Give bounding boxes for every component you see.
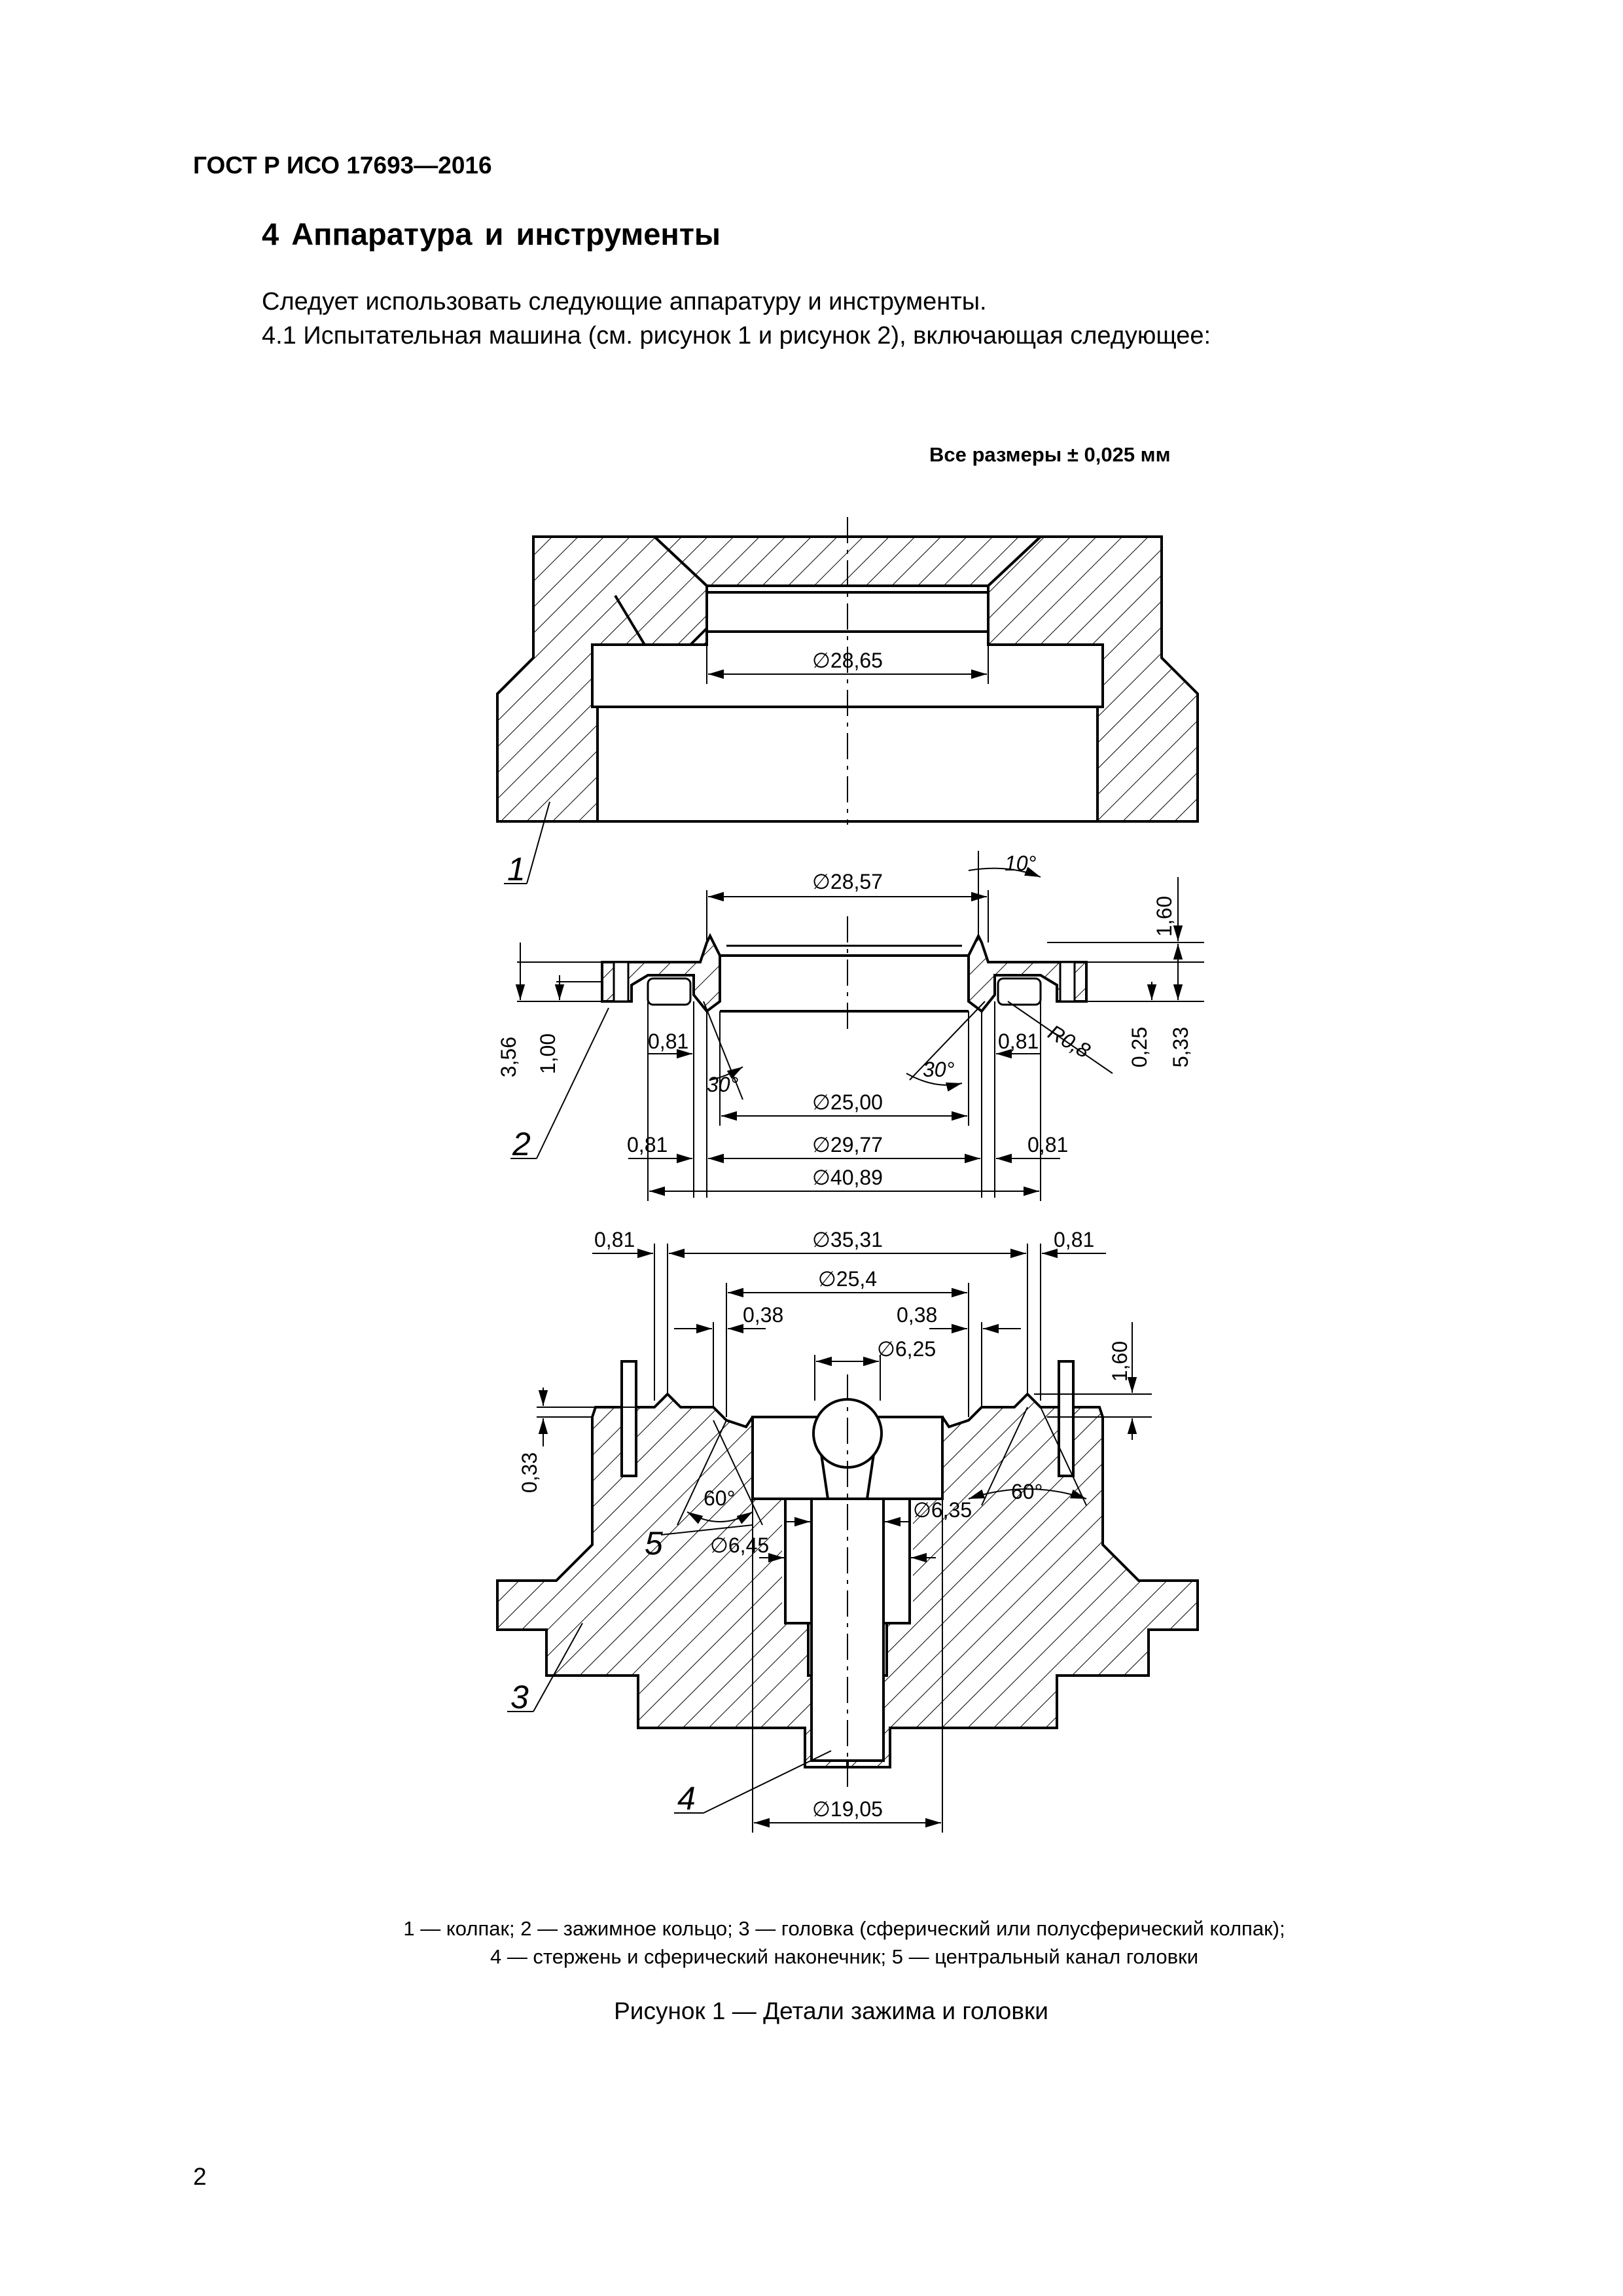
- figure-legend: 1 — колпак; 2 — зажимное кольцо; 3 — гол…: [0, 1914, 1623, 1971]
- tolerance-note: Все размеры ± 0,025 мм: [929, 443, 1171, 466]
- part-label-3: 3: [510, 1679, 529, 1715]
- head-081-left-label: 0,81: [594, 1228, 635, 1251]
- ring-d4089-label: ∅40,89: [812, 1166, 883, 1189]
- ring-30-right-label: 30°: [923, 1058, 955, 1081]
- ring-d2500-label: ∅25,00: [812, 1090, 883, 1114]
- head-height-033-label: 0,33: [518, 1452, 541, 1493]
- head-d625-label: ∅6,25: [877, 1337, 936, 1361]
- document-header: ГОСТ Р ИСО 17693—2016: [193, 152, 492, 179]
- head-d3531-label: ∅35,31: [812, 1228, 883, 1251]
- head-d254-label: ∅25,4: [818, 1267, 877, 1291]
- head-038-left-label: 0,38: [743, 1303, 783, 1327]
- ring-height-160-label: 1,60: [1152, 896, 1176, 937]
- ring-height-025-label: 0,25: [1128, 1027, 1151, 1067]
- ring-angle-10-label: 10°: [1005, 852, 1037, 875]
- part-label-2: 2: [512, 1126, 531, 1162]
- head-60-left-label: 60°: [704, 1486, 735, 1510]
- ring-081-bottom-right-label: 0,81: [1027, 1133, 1068, 1157]
- head-081-right-label: 0,81: [1054, 1228, 1094, 1251]
- legend-line-1: 1 — колпак; 2 — зажимное кольцо; 3 — гол…: [403, 1917, 1285, 1940]
- paragraph-4-1: 4.1 Испытательная машина (см. рисунок 1 …: [262, 322, 1211, 350]
- paragraph-intro: Следует использовать следующие аппаратур…: [262, 288, 987, 315]
- head-height-160-label: 1,60: [1108, 1341, 1132, 1382]
- head-60-right-label: 60°: [1011, 1480, 1043, 1503]
- part-label-1: 1: [507, 851, 526, 888]
- ring-081-left-label: 0,81: [648, 1030, 688, 1053]
- ring-d2977-label: ∅29,77: [812, 1133, 883, 1157]
- cap-diameter-label: ∅28,65: [812, 649, 883, 672]
- page-number: 2: [193, 2163, 207, 2190]
- ring-height-100-label: 1,00: [536, 1033, 560, 1074]
- head-d1905-label: ∅19,05: [812, 1797, 883, 1821]
- ring-30-left-label: 30°: [707, 1073, 739, 1096]
- ring-height-533-label: 5,33: [1169, 1027, 1192, 1067]
- head-part: [496, 1360, 1199, 1768]
- part-label-5: 5: [645, 1525, 663, 1562]
- part-label-4: 4: [677, 1780, 696, 1817]
- clamp-ring-part: [601, 933, 1088, 1013]
- ring-081-right-label: 0,81: [998, 1030, 1039, 1053]
- figure-caption: Рисунок 1 — Детали зажима и головки: [614, 1998, 1048, 2024]
- legend-line-2: 4 — стержень и сферический наконечник; 5…: [490, 1945, 1199, 1969]
- ring-top-diameter-label: ∅28,57: [812, 870, 883, 893]
- ring-height-356-label: 3,56: [497, 1037, 520, 1077]
- head-d645-label: ∅6,45: [710, 1534, 769, 1557]
- head-038-right-label: 0,38: [897, 1303, 937, 1327]
- section-title: 4 Аппаратура и инструменты: [262, 217, 721, 251]
